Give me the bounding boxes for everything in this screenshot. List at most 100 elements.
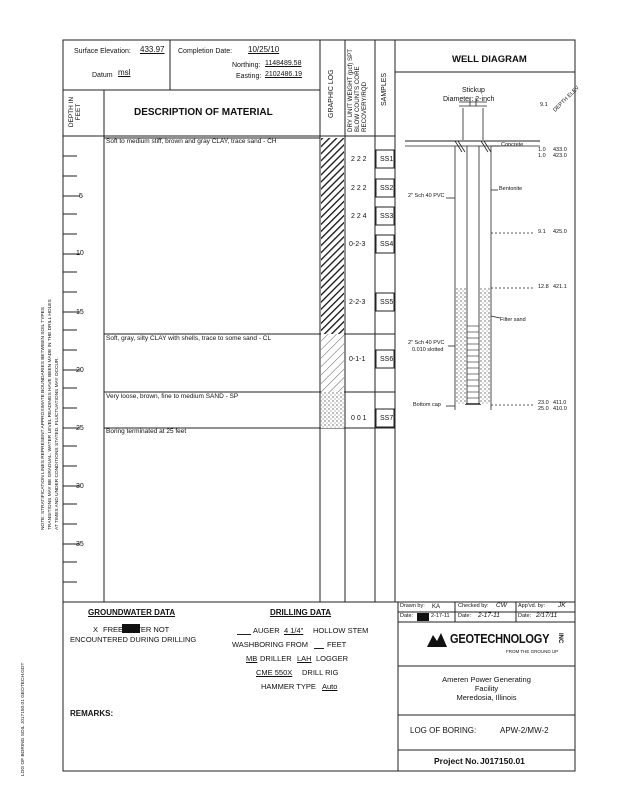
sample-blows: 2 2 4: [351, 213, 367, 220]
easting-value: 2102486.19: [265, 71, 302, 78]
auger-blank: [237, 634, 251, 635]
depth-column-label: DEPTH IN FEET: [68, 96, 82, 128]
screen-slot-label: 0.010 slotted: [412, 347, 444, 353]
drawn-by-label: Drawn by:: [400, 603, 425, 609]
well-annotation-elev: 425.0: [553, 229, 567, 235]
groundwater-line2: ENCOUNTERED DURING DRILLING: [70, 635, 197, 644]
sample-blows: 0-2-3: [349, 241, 366, 248]
date-label: Date:: [400, 613, 414, 619]
stratification-note: TRANSITIONS MAY BE GRADUAL. WATER LEVEL …: [48, 299, 53, 530]
depth-tick: 35: [76, 541, 84, 548]
well-annotation-depth: 23.0: [538, 400, 549, 406]
well-annotation-depth: 1.0: [538, 153, 546, 159]
northing-label: Northing:: [232, 62, 261, 69]
bentonite-label: Bentonite: [499, 186, 523, 192]
location-name: Meredosia, Illinois: [456, 693, 517, 702]
completion-date-label: Completion Date:: [178, 48, 233, 55]
drilling-title: DRILLING DATA: [270, 608, 332, 617]
well-annotation-elev: 423.0: [553, 153, 567, 159]
date2-label: Date:: [458, 613, 472, 619]
filter-sand-label: Filter sand: [500, 317, 526, 323]
layer-description: Very loose, brown, fine to medium SAND -…: [106, 393, 239, 400]
sample-blows: 0-1-1: [349, 356, 366, 363]
well-annotation-elev: 433.0: [553, 147, 567, 153]
well-annotation-elev: 421.1: [553, 284, 567, 290]
well-top-label: 9.1: [540, 102, 548, 108]
easting-label: Easting:: [236, 73, 262, 80]
northing-value: 1148489.58: [265, 60, 302, 67]
diameter-label: Diameter: 2-inch: [443, 96, 495, 103]
surface-elevation-label: Surface Elevation:: [74, 48, 131, 55]
hammer-label: HAMMER TYPE: [261, 682, 316, 691]
date-value: 2-17-11: [431, 613, 450, 619]
stratification-note: AT TIMES AND UNDER CONDITIONS STATED. FL…: [55, 357, 60, 530]
rig-value: CME 550X: [256, 668, 293, 677]
sample-blows: 2 2 2: [351, 185, 367, 192]
logo-tagline: FROM THE GROUND UP: [506, 649, 559, 654]
surface-elevation-value: 433.97: [140, 45, 165, 54]
bottom-cap-label: Bottom cap: [413, 402, 441, 408]
riser-label: 2" Sch 40 PVC: [408, 193, 445, 199]
sample-blows: 0 0 1: [351, 415, 367, 422]
well-annotation-depth: 25.0: [538, 406, 549, 412]
washboring-blank: [314, 648, 324, 649]
washboring-suffix: FEET: [327, 640, 347, 649]
stickup-label: Stickup: [462, 87, 485, 94]
drawn-by-value: KA: [432, 604, 441, 610]
completion-date-value: 10/25/10: [248, 45, 280, 54]
sample-id: SS3: [380, 213, 394, 220]
samples-label: SAMPLES: [381, 72, 388, 106]
well-annotation-depth: 1.0: [538, 147, 546, 153]
logo-text: GEOTECHNOLOGY: [450, 631, 550, 646]
date2-value: 2-17-11: [478, 612, 500, 619]
well-annotation-depth: 12.8: [538, 284, 549, 290]
groundwater-line1: FREE WATER NOT: [103, 625, 170, 634]
logger-label: LOGGER: [316, 654, 349, 663]
hammer-value: Auto: [322, 682, 338, 691]
date3-value: 2/17/11: [536, 612, 558, 619]
auger-size: 4 1/4": [284, 626, 304, 635]
well-annotation-elev: 410.0: [553, 406, 567, 412]
sample-id: SS7: [380, 415, 394, 422]
sample-id: SS1: [380, 156, 394, 163]
auger-label: AUGER: [253, 626, 280, 635]
depth-tick: 20: [76, 367, 84, 374]
project-number: J017150.01: [480, 756, 525, 766]
date3-label: Date:: [518, 613, 532, 619]
layer-description: Soft to medium stiff, brown and gray CLA…: [106, 138, 277, 145]
depth-tick: 15: [76, 309, 84, 316]
depth-tick: 30: [76, 483, 84, 490]
driller-value: MB: [246, 654, 258, 663]
stratification-note: NOTE: STRATIFICATION LINES REPRESENT APP…: [41, 306, 46, 530]
well-diagram-title: WELL DIAGRAM: [452, 54, 527, 65]
sample-blows: 2-2-3: [349, 299, 366, 306]
groundwater-check-mark: X: [93, 625, 99, 634]
facility-name: Facility: [474, 684, 499, 693]
auger-suffix: HOLLOW STEM: [313, 626, 369, 635]
datum-value: msl: [118, 68, 131, 77]
remarks-label: REMARKS:: [70, 709, 114, 718]
client-name: Ameren Power Generating: [442, 675, 531, 684]
washboring-label: WASHBORING FROM: [232, 640, 308, 649]
groundwater-title: GROUNDWATER DATA: [88, 608, 176, 617]
layer-description: Boring terminated at 25 feet: [106, 428, 187, 435]
driller-label: DRILLER: [260, 654, 292, 663]
checked-by-value: CW: [496, 602, 507, 609]
layer-description: Soft, gray, silty CLAY with shells, trac…: [106, 335, 272, 342]
depth-tick: 5: [79, 193, 83, 200]
depth-tick: 10: [76, 250, 84, 257]
graphic-log-label: GRAPHIC LOG: [328, 69, 335, 118]
well-annotation-depth: 9.1: [538, 229, 546, 235]
logger-value: LAH: [297, 654, 312, 663]
sample-id: SS2: [380, 185, 394, 192]
tests-column-label: DRY UNIT WEIGHT (pcf) SPT BLOW COUNTS CO…: [347, 49, 369, 132]
screen-label: 2" Sch 40 PVC: [408, 340, 445, 346]
rig-label: DRILL RIG: [302, 668, 339, 677]
well-annotation-elev: 411.0: [553, 400, 567, 406]
description-title: DESCRIPTION OF MATERIAL: [134, 107, 273, 118]
geotechnology-logo-icon: [427, 631, 447, 647]
log-boring-id: APW-2/MW-2: [500, 726, 549, 735]
concrete-label: Concrete: [501, 142, 524, 148]
sample-id: SS4: [380, 241, 394, 248]
